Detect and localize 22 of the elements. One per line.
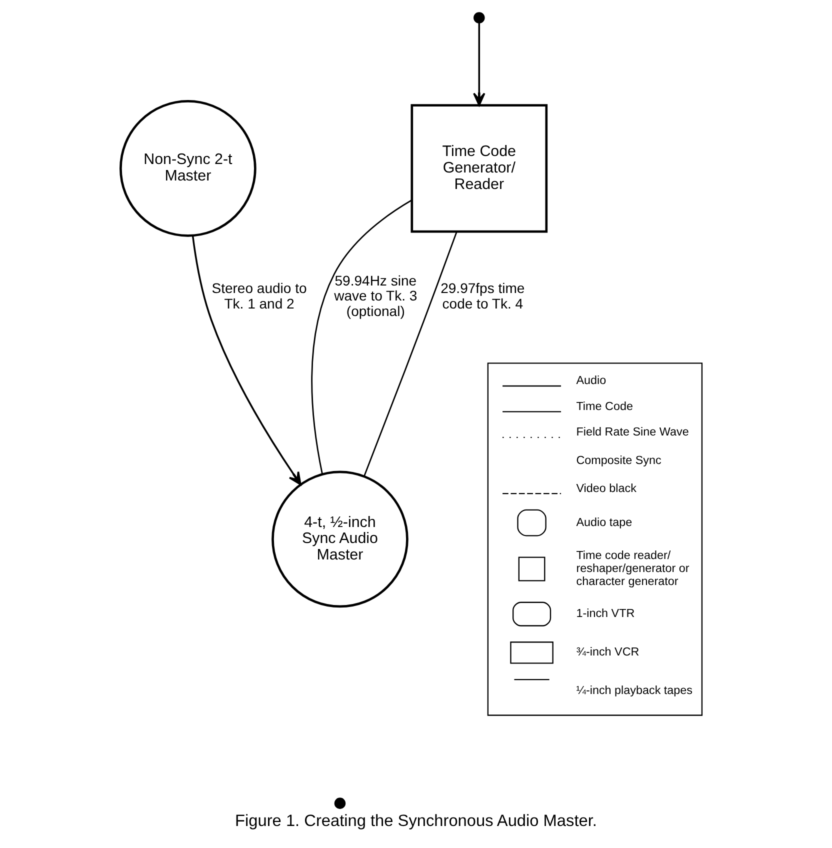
legend-label: Time code reader/ reshaper/generator or character generator xyxy=(576,549,690,588)
connector xyxy=(311,200,412,474)
node-cross xyxy=(334,798,346,809)
legend-label: Composite Sync xyxy=(576,454,662,467)
legend-label: Time Code xyxy=(576,400,633,413)
node-circle: Non-Sync 2-t Master xyxy=(120,100,256,237)
arrow xyxy=(192,236,302,486)
node-box: Time Code Generator/ Reader xyxy=(410,104,548,233)
legend-label: 1-inch VTR xyxy=(576,606,635,620)
legend-label: Field Rate Sine Wave xyxy=(576,426,689,439)
edge-label: 29.97fps time code to Tk. 4 xyxy=(440,280,525,312)
legend-label: ¼-inch playback tapes xyxy=(576,684,693,698)
node-cross xyxy=(474,12,485,24)
connector xyxy=(364,232,458,476)
arrow xyxy=(473,22,486,106)
legend-label: Audio tape xyxy=(576,516,632,529)
edge-label: Stereo audio to Tk. 1 and 2 xyxy=(212,280,307,312)
legend-label: Audio xyxy=(576,374,606,388)
caption: Figure 1. Creating the Synchronous Audio Master. xyxy=(235,812,597,830)
legend-label: Video black xyxy=(576,482,636,495)
legend-label: ¾-inch VCR xyxy=(576,646,640,659)
edge-label: 59.94Hz sine wave to Tk. 3 (optional) xyxy=(334,272,418,319)
